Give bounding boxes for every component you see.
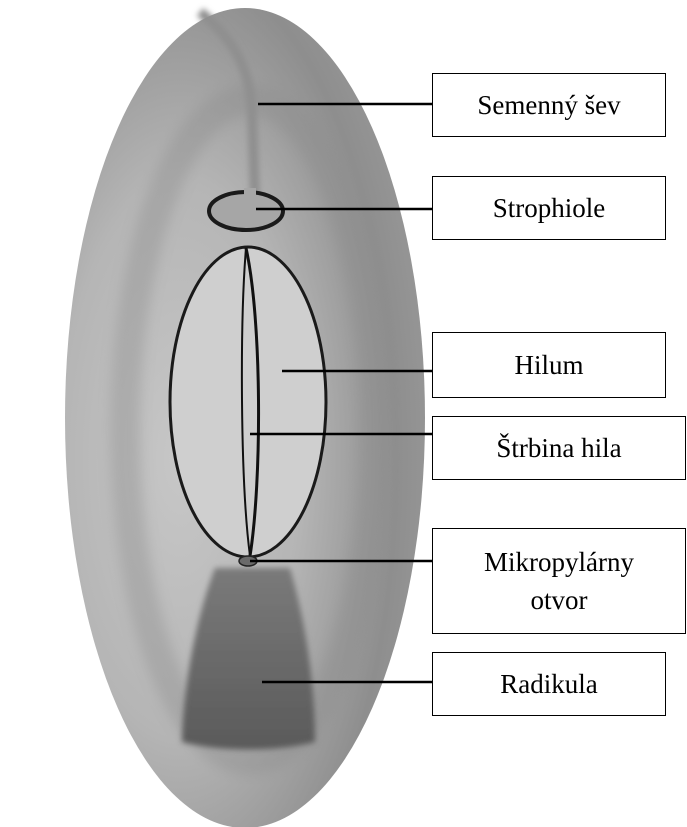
label-radicle-text: Radikula bbox=[500, 665, 597, 703]
label-micropyle: Mikropylárny otvor bbox=[432, 528, 686, 634]
label-hilum-text: Hilum bbox=[514, 346, 583, 384]
label-micropyle-text-line1: Mikropylárny bbox=[484, 543, 634, 581]
label-hilum-slit: Štrbina hila bbox=[432, 416, 686, 480]
label-seam-text: Semenný šev bbox=[477, 86, 620, 124]
label-hilum: Hilum bbox=[432, 332, 666, 398]
label-strophiole-text: Strophiole bbox=[493, 189, 606, 227]
label-micropyle-text-line2: otvor bbox=[531, 581, 588, 619]
label-radicle: Radikula bbox=[432, 652, 666, 716]
hilum-shape bbox=[170, 247, 326, 557]
label-seam: Semenný šev bbox=[432, 73, 666, 137]
label-hilum-slit-text: Štrbina hila bbox=[496, 429, 621, 467]
label-strophiole: Strophiole bbox=[432, 176, 666, 240]
